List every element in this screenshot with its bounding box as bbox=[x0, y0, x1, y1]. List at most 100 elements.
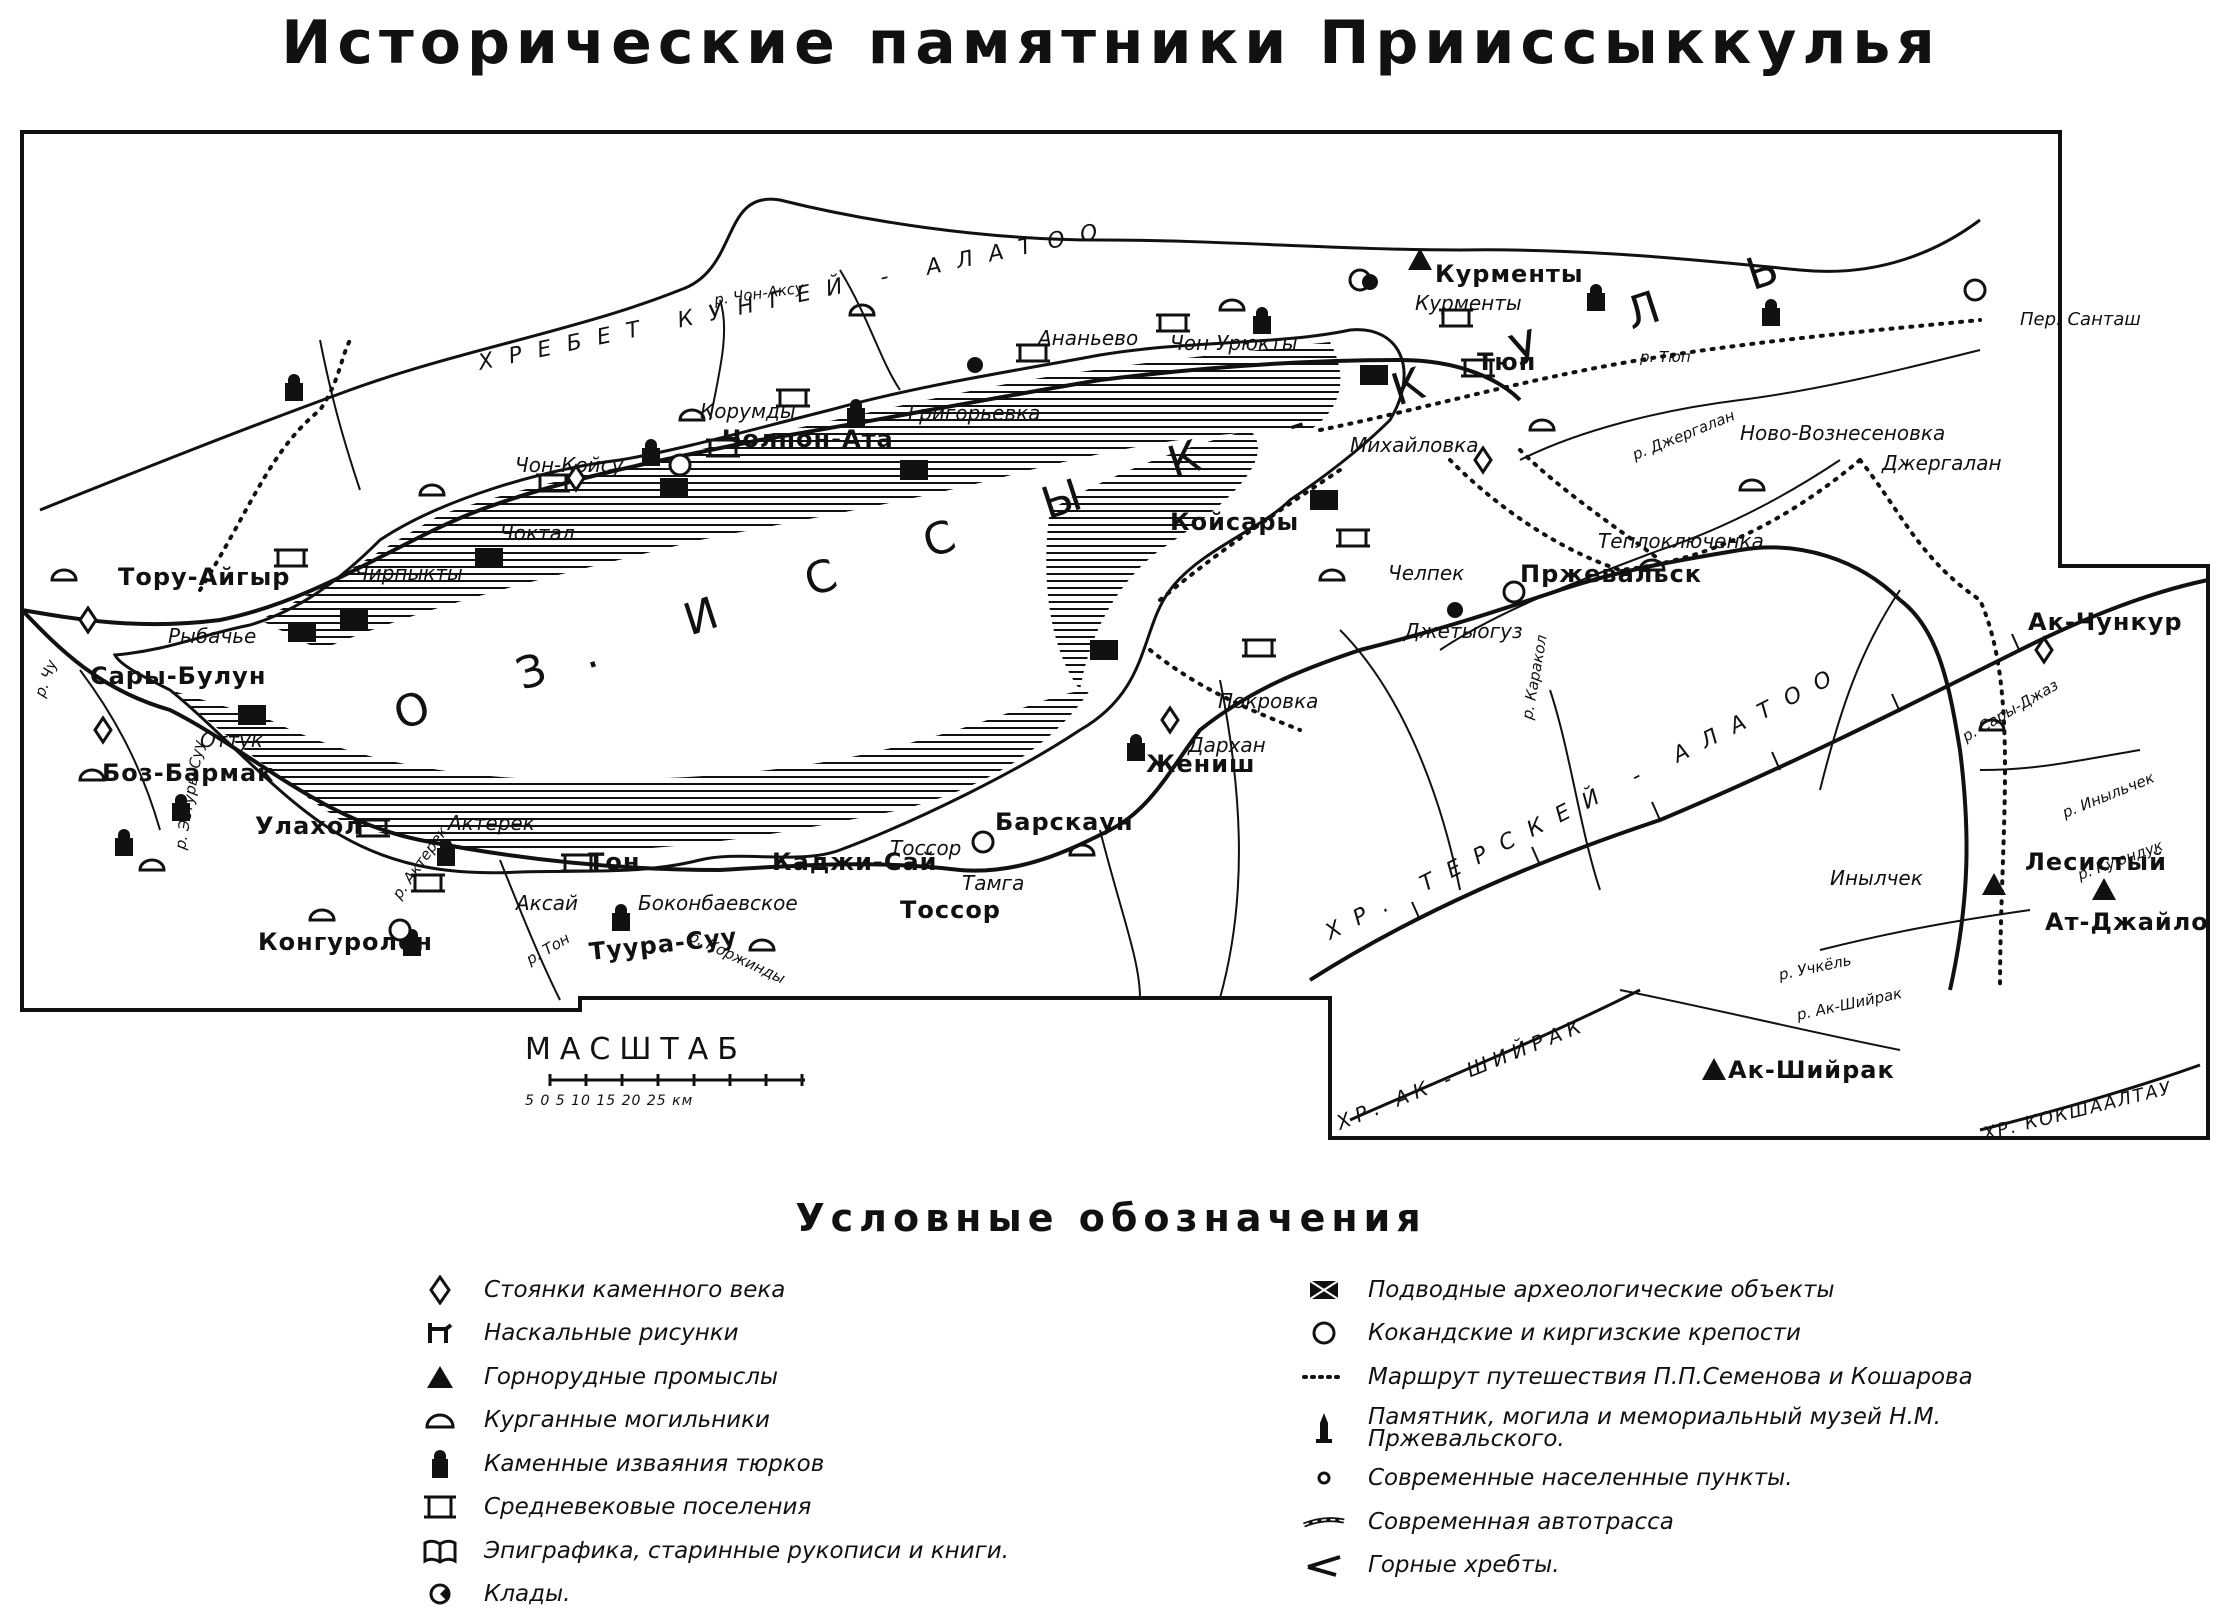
ridge-label-ak-shiyrak: ХР. АК - ШИЙРАК bbox=[1332, 1012, 1590, 1135]
place-ananyevo: Ананьево bbox=[1036, 326, 1138, 350]
settlement-icon bbox=[411, 875, 445, 891]
underwater-object-icon bbox=[1302, 1273, 1346, 1307]
place-inylchek: Инылчек bbox=[1830, 866, 1923, 890]
small-circle-icon bbox=[1302, 1461, 1346, 1495]
legend-item: Подводные археологические объекты bbox=[1302, 1268, 2068, 1312]
stone-statue-icon bbox=[642, 439, 660, 466]
place-przhevalsk: Пржевальск bbox=[1520, 560, 1702, 588]
page-title: Исторические памятники Приисcыккулья bbox=[0, 8, 2222, 78]
place-aksay: Аксай bbox=[514, 891, 578, 915]
river-uchkel: р. Учкёль bbox=[1776, 951, 1853, 984]
legend-label: Эпиграфика, старинные рукописи и книги. bbox=[484, 1538, 1009, 1564]
place-akterek: Актерек bbox=[446, 811, 535, 835]
stone-statue-icon bbox=[285, 374, 303, 401]
legend-label: Подводные археологические объекты bbox=[1368, 1277, 1835, 1303]
settlement-icon bbox=[1336, 530, 1370, 546]
legend-label: Современная автотрасса bbox=[1368, 1509, 1674, 1535]
map: О З. И С С Ы К - К У Л Ь ХРЕБЕТ КУНГЕЙ -… bbox=[20, 130, 2210, 1150]
legend-item: Кокандские и киргизские крепости bbox=[1302, 1312, 2068, 1356]
triangle-icon bbox=[418, 1360, 462, 1394]
legend-label: Горные хребты. bbox=[1368, 1552, 1560, 1578]
river-ak-shiyrak: р. Ак-Шийрак bbox=[1794, 984, 1903, 1024]
place-dzhergalan: Джергалан bbox=[1881, 451, 2002, 475]
river-line bbox=[500, 860, 560, 1000]
place-barskaun: Барскаун bbox=[995, 808, 1134, 836]
river-sary-dzhaz: р. Сары-Джаз bbox=[1958, 676, 2061, 746]
scale-ticks: 5 0 5 10 15 20 25 км bbox=[525, 1093, 825, 1109]
legend-label: Клады. bbox=[484, 1581, 571, 1607]
underwater-object-icon bbox=[340, 610, 368, 630]
circle-icon bbox=[390, 920, 410, 940]
circle-icon bbox=[1504, 582, 1524, 602]
legend-item: Горнорудные промыслы bbox=[418, 1355, 1009, 1399]
river-line bbox=[1820, 910, 2030, 950]
kurgan-icon bbox=[52, 570, 76, 580]
underwater-object-icon bbox=[660, 478, 688, 498]
legend-right-column: Подводные археологические объекты Коканд… bbox=[1302, 1268, 2068, 1587]
highway-icon bbox=[1302, 1505, 1346, 1539]
treasure-icon bbox=[1447, 602, 1463, 618]
stone-statue-icon bbox=[418, 1447, 462, 1481]
legend-item: Наскальные рисунки bbox=[418, 1312, 1009, 1356]
kurgan-icon bbox=[1530, 420, 1554, 430]
place-sary-bulun: Сары-Булун bbox=[90, 662, 266, 690]
legend-item: Курганные могильники bbox=[418, 1399, 1009, 1443]
place-cholpon-ata: Чолпон-Ата bbox=[722, 425, 894, 453]
circle-icon bbox=[1302, 1316, 1346, 1350]
pass-santash: Пер. Санташ bbox=[2020, 309, 2141, 330]
triangle-icon bbox=[1702, 1058, 1726, 1080]
diamond-icon bbox=[95, 718, 111, 742]
kurgan-icon bbox=[1320, 570, 1344, 580]
river-karakol: р. Каракол bbox=[1518, 633, 1551, 722]
legend-label: Курганные могильники bbox=[484, 1407, 770, 1433]
place-at-dzhayloo: Ат-Джайлоо bbox=[2045, 908, 2210, 936]
place-darkhan: Дархан bbox=[1187, 733, 1266, 757]
legend-label: Средневековые поселения bbox=[484, 1494, 811, 1520]
legend-label: Горнорудные промыслы bbox=[484, 1364, 778, 1390]
legend-label: Стоянки каменного века bbox=[484, 1277, 785, 1303]
diamond-icon bbox=[418, 1273, 462, 1307]
kurgan-icon bbox=[310, 910, 334, 920]
settlement-icon bbox=[1016, 345, 1050, 361]
place-mikhaylovka: Михайловка bbox=[1350, 433, 1479, 457]
circle-icon bbox=[670, 455, 690, 475]
kurgan-icon bbox=[418, 1403, 462, 1437]
monument-icon bbox=[1302, 1411, 1346, 1445]
legend-label: Каменные изваяния тюрков bbox=[484, 1451, 824, 1477]
kurgan-icon bbox=[750, 940, 774, 950]
treasure-icon bbox=[418, 1577, 462, 1611]
legend-label: Современные населенные пункты. bbox=[1368, 1465, 1793, 1491]
kurgan-icon bbox=[420, 485, 444, 495]
place-ottuk: Оттук bbox=[200, 728, 263, 752]
underwater-object-icon bbox=[238, 705, 266, 725]
legend-item: Средневековые поселения bbox=[418, 1486, 1009, 1530]
place-chirpykty: Чирпыкты bbox=[355, 561, 463, 585]
river-dzhergalan: р. Джергалан bbox=[1629, 406, 1738, 464]
river-inylchek: р. Иныльчек bbox=[2059, 768, 2157, 822]
scale-block: МАСШТАБ 5 0 5 10 15 20 25 км bbox=[525, 1032, 825, 1109]
settlement-icon bbox=[1156, 315, 1190, 331]
legend-label: Кокандские и киргизские крепости bbox=[1368, 1320, 1801, 1346]
river-line bbox=[1100, 830, 1140, 998]
place-koysary: Койсары bbox=[1170, 508, 1299, 536]
ridge-tick bbox=[1652, 802, 1660, 820]
highway-line bbox=[1900, 600, 1967, 990]
underwater-object-icon bbox=[1090, 640, 1118, 660]
place-tyup: Тюп bbox=[1477, 348, 1536, 376]
ridge-tick bbox=[1532, 847, 1540, 865]
settlement-icon bbox=[274, 550, 308, 566]
kurgan-icon bbox=[140, 860, 164, 870]
place-rybachye: Рыбачье bbox=[168, 624, 256, 648]
place-chelpek: Челпек bbox=[1388, 561, 1464, 585]
treasure-icon bbox=[1362, 274, 1378, 290]
underwater-object-icon bbox=[475, 548, 503, 568]
diamond-icon bbox=[1162, 708, 1178, 732]
legend-label: Маршрут путешествия П.П.Семенова и Кошар… bbox=[1368, 1364, 1973, 1390]
triangle-icon bbox=[2092, 878, 2116, 900]
settlement-icon bbox=[1242, 640, 1276, 656]
place-pokrovka: Покровка bbox=[1218, 689, 1318, 713]
legend-item: Современная автотрасса bbox=[1302, 1500, 2068, 1544]
semenov-route bbox=[1450, 460, 1860, 570]
place-bokonbaevskoe: Боконбаевское bbox=[638, 891, 798, 915]
legend-item: Горные хребты. bbox=[1302, 1544, 2068, 1588]
